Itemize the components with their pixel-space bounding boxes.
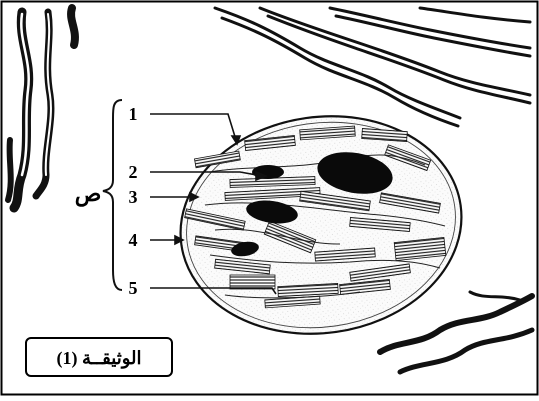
caption-text: الوثيقــة (1) [56, 348, 141, 369]
brace-letter: ص [75, 181, 102, 207]
label-5: 5 [129, 278, 138, 298]
label-1: 1 [129, 104, 138, 124]
label-3: 3 [129, 187, 138, 207]
label-4: 4 [129, 230, 138, 250]
label-2: 2 [129, 162, 138, 182]
granum [230, 275, 275, 289]
